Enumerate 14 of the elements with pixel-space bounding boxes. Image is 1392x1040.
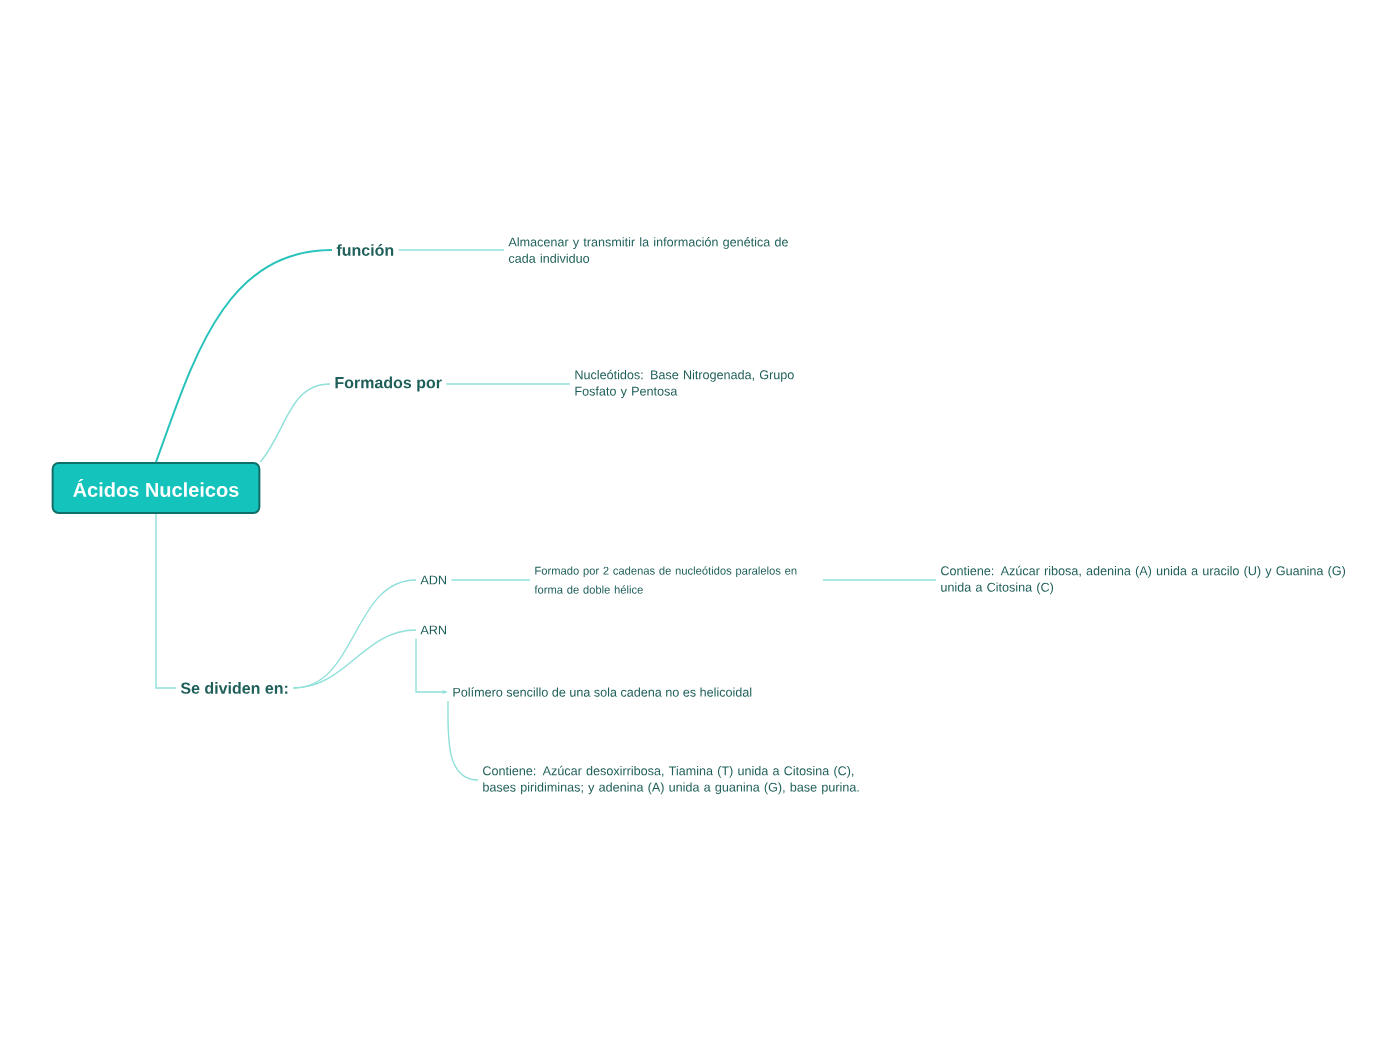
connector xyxy=(450,579,531,581)
branch-label: función xyxy=(336,244,394,256)
connector xyxy=(445,383,571,385)
connector xyxy=(155,513,177,689)
topic-box: Ácidos Nucleicos xyxy=(51,462,261,514)
connector xyxy=(822,579,937,581)
branch-label: Formados por xyxy=(335,376,442,392)
branch-label: Se dividen en: xyxy=(180,682,288,694)
connector xyxy=(447,700,479,781)
connector xyxy=(292,629,417,689)
connector xyxy=(292,579,417,689)
connector xyxy=(397,249,505,251)
connector xyxy=(259,383,331,463)
connector xyxy=(155,249,333,464)
